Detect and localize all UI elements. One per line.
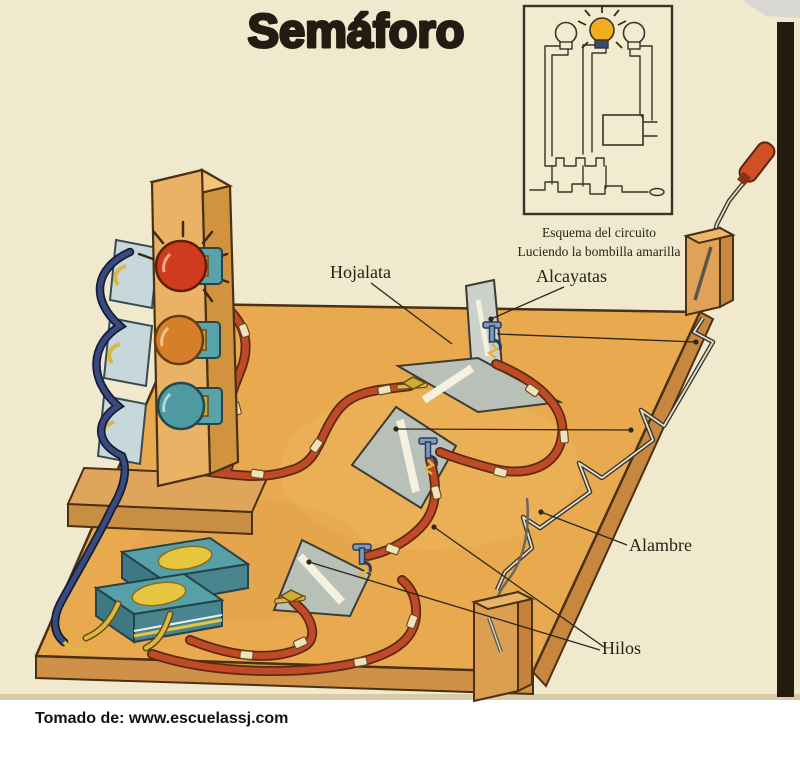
block-wire-slot — [693, 246, 713, 301]
wire-coupling — [524, 383, 540, 398]
alcayata-hook — [482, 321, 502, 360]
contact-plate — [102, 316, 154, 388]
circuit-inset — [522, 4, 674, 216]
wire-coupling — [238, 322, 251, 338]
wire-coupling — [309, 438, 324, 454]
front-block-top — [471, 590, 535, 611]
wire-coupling — [353, 656, 368, 668]
schematic-switch-handle — [649, 187, 665, 197]
schematic-rays — [577, 6, 627, 49]
leader-line-alambre — [540, 511, 628, 546]
crank-ferrule — [737, 171, 752, 186]
wire-coupling — [239, 650, 254, 661]
traffic-light — [137, 168, 240, 488]
edge-block-side — [719, 226, 734, 309]
red-wire — [436, 360, 566, 475]
schematic-wires — [529, 44, 653, 195]
batteries — [82, 536, 251, 652]
tin-plate-1 — [394, 356, 564, 414]
label-hilos: Hilos — [602, 638, 641, 658]
leader-line-alcayatas — [490, 286, 565, 320]
battery-terminal — [84, 602, 120, 640]
schematic-bulb-right — [622, 21, 646, 45]
switch-assembly — [494, 141, 776, 591]
leader-line-hojalata — [370, 282, 453, 345]
battery-label-oval — [157, 545, 213, 571]
schematic-bulb-left — [554, 21, 578, 45]
wire-coupling — [493, 466, 508, 478]
book-spine-bar — [777, 22, 794, 697]
schematic-bulb-base-right — [627, 41, 641, 50]
front-block-front — [473, 590, 519, 703]
connection-line — [496, 333, 697, 343]
inset-caption-line1: Esquema del circuito — [542, 225, 656, 240]
torn-corner — [742, 0, 800, 18]
wire-coupling — [377, 384, 392, 396]
label-hojalata: Hojalata — [330, 262, 391, 282]
schematic-battery-terminals — [642, 121, 658, 137]
leader-line-hilos — [433, 526, 605, 648]
leader-lines — [306, 282, 699, 651]
schematic-bulb-base-left — [559, 41, 573, 50]
wire-coupling — [250, 468, 265, 480]
wing-screw — [396, 376, 428, 390]
inset-caption-line2: Luciendo la bombilla amarilla — [517, 244, 680, 259]
red-wire — [148, 576, 420, 675]
alcayata-hook — [418, 437, 438, 476]
edge-block-top — [683, 226, 736, 245]
wire-coupling — [384, 543, 400, 556]
battery-terminal — [144, 612, 172, 650]
red-wire — [364, 456, 439, 560]
wire-coupling — [406, 614, 419, 630]
label-alcayatas: Alcayatas — [536, 266, 607, 286]
leader-line-hilos — [308, 561, 601, 651]
page-title: Semáforo — [248, 4, 465, 57]
wing-screw — [274, 589, 306, 604]
navy-wire — [50, 247, 135, 653]
paper-bottom-edge — [0, 694, 800, 700]
footer-credit: Tomado de: www.escuelassj.com — [35, 710, 288, 727]
schematic-battery — [602, 114, 644, 146]
front-block — [471, 590, 535, 703]
schematic-bulb-center-lit — [589, 17, 615, 43]
wire-coupling — [292, 636, 308, 650]
navy-wire-brass-hook — [62, 640, 92, 653]
red-wire — [186, 597, 316, 660]
battery-front — [93, 572, 225, 644]
wire-coupling — [430, 485, 442, 500]
brass-twist — [422, 459, 436, 476]
wire-coupling — [559, 429, 570, 444]
connection-line — [395, 428, 632, 431]
brass-twist — [486, 343, 500, 360]
battery-label-oval — [131, 581, 187, 607]
schematic-bulb-base-center — [594, 39, 609, 49]
label-alambre: Alambre — [629, 535, 692, 555]
front-block-side — [517, 590, 533, 693]
